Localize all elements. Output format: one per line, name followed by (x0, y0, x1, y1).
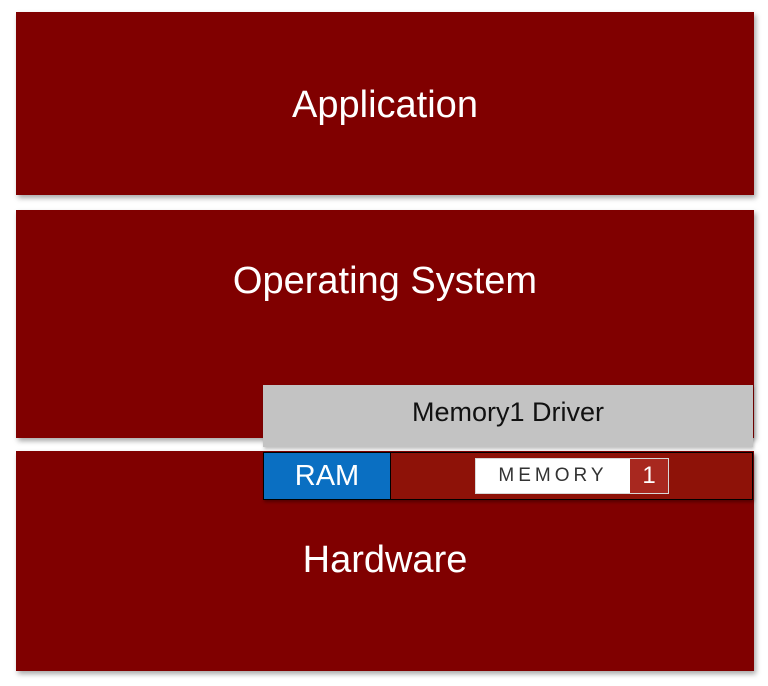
application-label: Application (292, 84, 478, 126)
operating-system-label: Operating System (232, 260, 538, 302)
memory1-driver-box: Memory1 Driver (263, 385, 753, 447)
memory-row: RAM MEMORY 1 (263, 452, 753, 500)
application-layer: Application (16, 12, 754, 195)
memory1-logo: MEMORY 1 (475, 458, 669, 494)
memory1-logo-word: MEMORY (476, 459, 630, 493)
memory1-driver-label: Memory1 Driver (411, 397, 605, 427)
memory1-logo-number: 1 (630, 459, 668, 493)
hardware-label: Hardware (302, 539, 468, 581)
memory1-cell: MEMORY 1 (391, 453, 752, 499)
ram-cell: RAM (264, 453, 391, 499)
ram-label: RAM (294, 459, 360, 492)
